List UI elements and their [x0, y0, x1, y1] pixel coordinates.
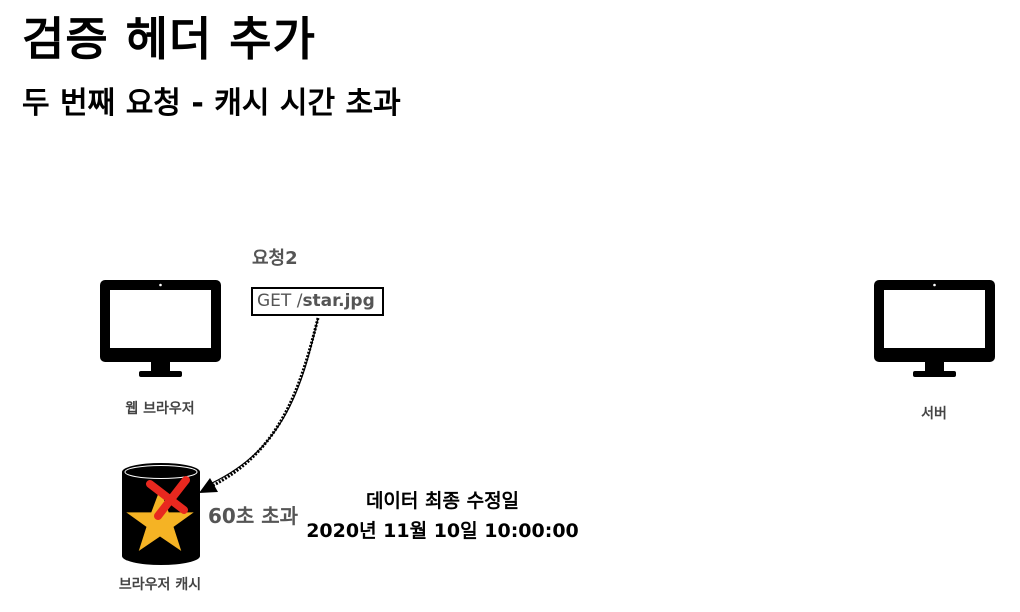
request-path: star.jpg: [302, 291, 375, 311]
server-monitor-icon: [874, 280, 995, 377]
cache-label: 브라우저 캐시: [118, 577, 202, 593]
page-title: 검증 헤더 추가: [22, 12, 316, 66]
metadata-value: 2020년 11월 10일 10:00:00: [306, 520, 579, 542]
page-subtitle: 두 번째 요청 - 캐시 시간 초과: [22, 86, 401, 121]
metadata-block: 데이터 최종 수정일 2020년 11월 10일 10:00:00: [300, 486, 585, 546]
request-method: GET /: [257, 291, 303, 311]
client-label: 웹 브라우저: [125, 401, 195, 417]
cache-database-icon: [122, 463, 200, 565]
request-label: 요청2: [252, 248, 298, 269]
cache-status: 60초 초과: [208, 504, 298, 528]
request-box: GET /star.jpg: [251, 287, 384, 316]
server-label: 서버: [921, 406, 947, 422]
x-mark-icon: [146, 476, 190, 520]
metadata-label: 데이터 최종 수정일: [365, 490, 520, 512]
client-monitor-icon: [100, 280, 221, 377]
